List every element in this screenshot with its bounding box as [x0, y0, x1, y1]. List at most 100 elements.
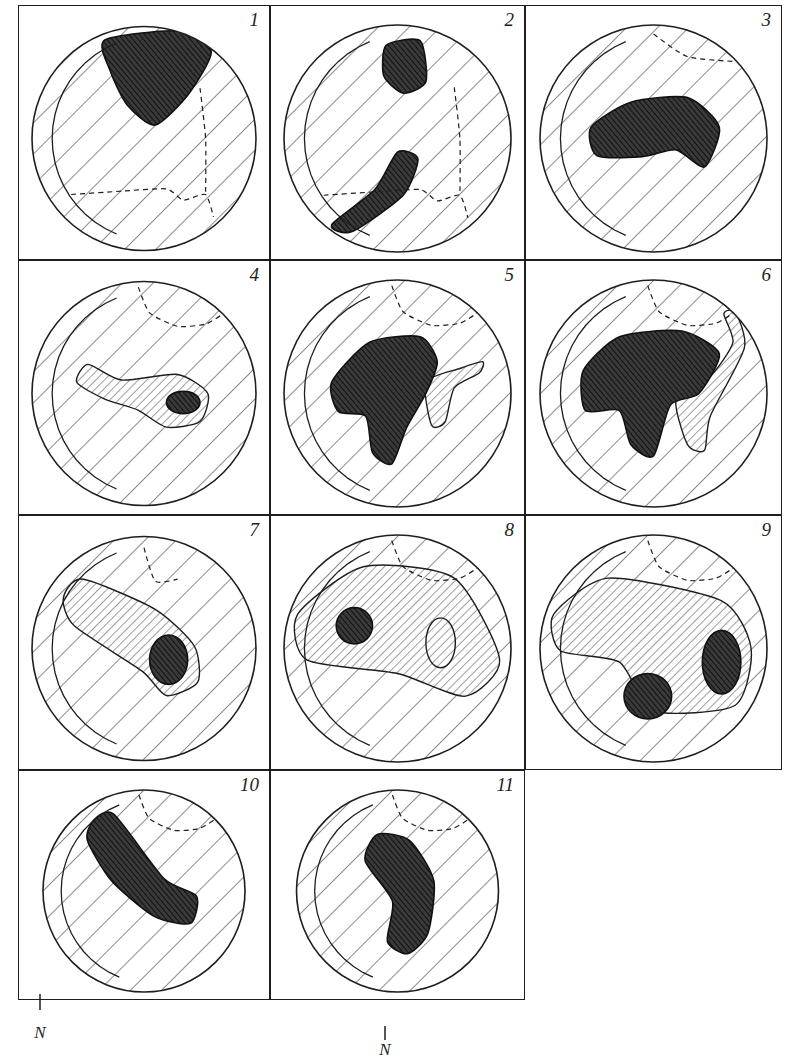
- grain-dark: [383, 39, 427, 93]
- north-ticks: [40, 994, 385, 1040]
- circle-ground: [32, 537, 256, 761]
- hatching: [43, 790, 245, 992]
- panel-number: 6: [760, 265, 774, 286]
- circle-ground: [297, 790, 499, 992]
- circle-outline: [284, 25, 511, 252]
- section-circle: [32, 537, 256, 761]
- hatching: [297, 790, 499, 992]
- crescent-arc: [52, 43, 116, 234]
- circle-outline: [540, 280, 767, 507]
- crescent-arc: [560, 552, 625, 746]
- circle-ground: [540, 25, 767, 252]
- circle-outline: [32, 27, 256, 251]
- panel-number: 8: [503, 520, 517, 541]
- panel-number: 7: [248, 520, 262, 541]
- hatching: [284, 280, 511, 507]
- dashed-boundary: [144, 548, 178, 583]
- panel-number: 2: [503, 10, 517, 31]
- crescent-arc: [315, 805, 373, 977]
- grain-light: [294, 565, 499, 696]
- panel-number: 10: [238, 775, 261, 796]
- sketch-panel: 5: [270, 260, 525, 515]
- crescent-arc: [52, 553, 116, 744]
- section-circle: [32, 27, 256, 251]
- section-circle: [284, 280, 511, 507]
- section-circle: [540, 535, 767, 762]
- hatching: [32, 537, 256, 761]
- section-circle: [284, 25, 511, 252]
- circle-outline: [297, 790, 499, 992]
- grain-light: [426, 618, 456, 668]
- circle-outline: [32, 282, 256, 506]
- grain-dark: [166, 391, 200, 413]
- sketch-panel: 11: [270, 770, 525, 1000]
- dashed-boundary: [324, 189, 468, 218]
- crescent-arc: [61, 805, 119, 977]
- grain-light: [63, 579, 199, 696]
- panel-number: 9: [760, 520, 774, 541]
- grain-dark: [702, 630, 741, 694]
- dashed-boundary: [392, 795, 470, 831]
- circle-ground: [32, 27, 256, 251]
- dashed-boundary: [71, 189, 213, 217]
- hatching: [284, 25, 511, 252]
- sketch-panel: 6: [525, 260, 782, 515]
- grain-dark: [336, 608, 372, 644]
- circle-ground: [540, 535, 767, 762]
- section-circle: [32, 282, 256, 506]
- section-circle: [297, 790, 499, 992]
- hatching: [540, 280, 767, 507]
- panel-number: 1: [248, 10, 262, 31]
- grain-dark: [589, 97, 719, 167]
- sketch-panel: 1: [18, 5, 270, 260]
- section-circle: [540, 25, 767, 252]
- circle-outline: [540, 25, 767, 252]
- dashed-boundary: [392, 541, 479, 581]
- section-circle: [284, 535, 511, 762]
- crescent-arc: [560, 42, 625, 236]
- circle-ground: [32, 282, 256, 506]
- grain-dark: [150, 635, 188, 684]
- dashed-boundary: [139, 795, 217, 831]
- section-circle: [43, 790, 245, 992]
- panel-number: 5: [503, 265, 517, 286]
- hatching: [32, 282, 256, 506]
- grain-dark: [102, 31, 211, 125]
- hatching: [540, 535, 767, 762]
- sketch-panel: 9: [525, 515, 782, 770]
- north-label: N: [379, 1041, 390, 1060]
- grain-dark: [581, 330, 720, 457]
- sketch-panel: 7: [18, 515, 270, 770]
- hatching: [540, 25, 767, 252]
- panel-number: 3: [760, 10, 774, 31]
- dashed-boundary: [648, 286, 735, 326]
- circle-ground: [540, 280, 767, 507]
- grain-light: [76, 364, 208, 427]
- sketch-panel: 3: [525, 5, 782, 260]
- grain-dark: [87, 812, 198, 924]
- sketch-panel: 8: [270, 515, 525, 770]
- circle-ground: [284, 535, 511, 762]
- grain-dark: [624, 673, 672, 718]
- dashed-boundary: [392, 286, 479, 326]
- dashed-boundary: [454, 87, 460, 193]
- panel-number: 4: [248, 265, 262, 286]
- dashed-boundary: [648, 541, 735, 581]
- circle-ground: [284, 25, 511, 252]
- grain-dark: [331, 336, 438, 465]
- hatching: [284, 535, 511, 762]
- sketch-panel: 2: [270, 5, 525, 260]
- crescent-arc: [52, 298, 116, 489]
- circle-ground: [43, 790, 245, 992]
- panel-number: 11: [494, 775, 516, 796]
- hatching: [32, 27, 256, 251]
- circle-ground: [284, 280, 511, 507]
- grain-dark: [365, 834, 434, 954]
- circle-outline: [540, 535, 767, 762]
- dashed-boundary: [200, 88, 206, 192]
- crescent-arc: [304, 297, 369, 491]
- north-tick: [384, 1026, 386, 1040]
- section-circle: [540, 280, 767, 507]
